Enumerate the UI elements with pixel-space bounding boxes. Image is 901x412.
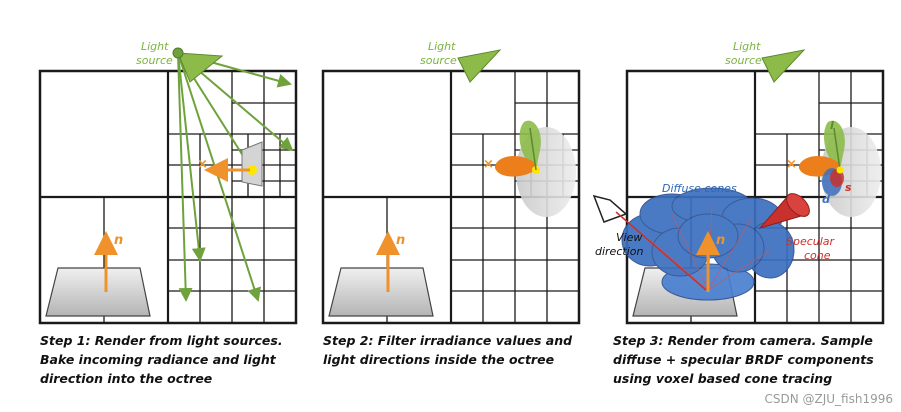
normal-label: n: [396, 233, 405, 248]
step-2-caption-line: Step 2: Filter irradiance values and: [323, 333, 573, 348]
step-1-caption-line: Step 1: Render from light sources.: [40, 333, 283, 348]
light-source-icon: [177, 52, 224, 83]
panel-1: × Light source n: [38, 40, 298, 325]
view-direction-eye-icon: [592, 194, 628, 223]
light-source-label-line2: source: [420, 54, 457, 67]
light-direction-lobe: [824, 120, 845, 170]
step-3-caption: Step 3: Render from camera. Sample diffu…: [613, 331, 874, 388]
view-direction-label-line2: direction: [595, 245, 643, 258]
voxel-point: [836, 166, 844, 174]
diffuse-cones-label: Diffuse cones: [662, 182, 737, 195]
view-ray: [615, 211, 707, 291]
light-source-label-line1: Light: [141, 40, 169, 53]
lit-surface: [241, 141, 263, 187]
light-source-icon: [457, 49, 502, 83]
light-source-icon: [761, 49, 806, 83]
light-source-label-line1: Light: [428, 40, 456, 53]
specular-cone-cap: [786, 193, 810, 217]
specular-cone-label-line2: cone: [804, 249, 831, 262]
light-source-label-line2: source: [136, 54, 173, 67]
light-source-label-line2: source: [725, 54, 762, 67]
normal-label: n: [716, 233, 725, 248]
octree-grid: [40, 71, 296, 323]
step-3-caption-line: using voxel based cone tracing: [613, 371, 833, 386]
light-source-point: [172, 47, 184, 59]
light-direction-lobe: [519, 120, 541, 170]
light-hit-point: [247, 165, 257, 175]
specular-lobe-small: [830, 169, 844, 187]
step-2-caption: Step 2: Filter irradiance values and lig…: [323, 331, 572, 369]
step-3-caption-line: diffuse + specular BRDF components: [613, 352, 874, 367]
sample-mark: ×: [483, 157, 494, 172]
lobe-label-s: s: [845, 181, 852, 194]
panel-2: × Light source n: [321, 40, 581, 325]
panel-3: l s d × Light source n: [592, 40, 885, 325]
lobe-label-d: d: [822, 193, 830, 206]
surface-plane: [328, 267, 434, 317]
light-source-label-line1: Light: [733, 40, 761, 53]
step-1-caption: Step 1: Render from light sources. Bake …: [40, 331, 283, 388]
incoming-lobe: [494, 155, 536, 177]
step-2-caption-line: light directions inside the octree: [323, 352, 555, 367]
lobe-label-l: l: [830, 119, 834, 132]
specular-cone-label-line1: Specular: [786, 235, 836, 248]
light-direction-line: [833, 127, 841, 171]
sample-mark: ×: [786, 157, 797, 172]
normal-label: n: [114, 233, 123, 248]
step-3-caption-line: Step 3: Render from camera. Sample: [613, 333, 873, 348]
light-direction-line: [529, 127, 537, 171]
step-1-caption-line: Bake incoming radiance and light: [40, 352, 276, 367]
sample-mark: ×: [197, 157, 208, 172]
watermark: CSDN @ZJU_fish1996: [764, 392, 893, 406]
step-1-caption-line: direction into the octree: [40, 371, 213, 386]
view-direction-label-line1: View: [616, 231, 642, 244]
surface-plane: [45, 267, 151, 317]
